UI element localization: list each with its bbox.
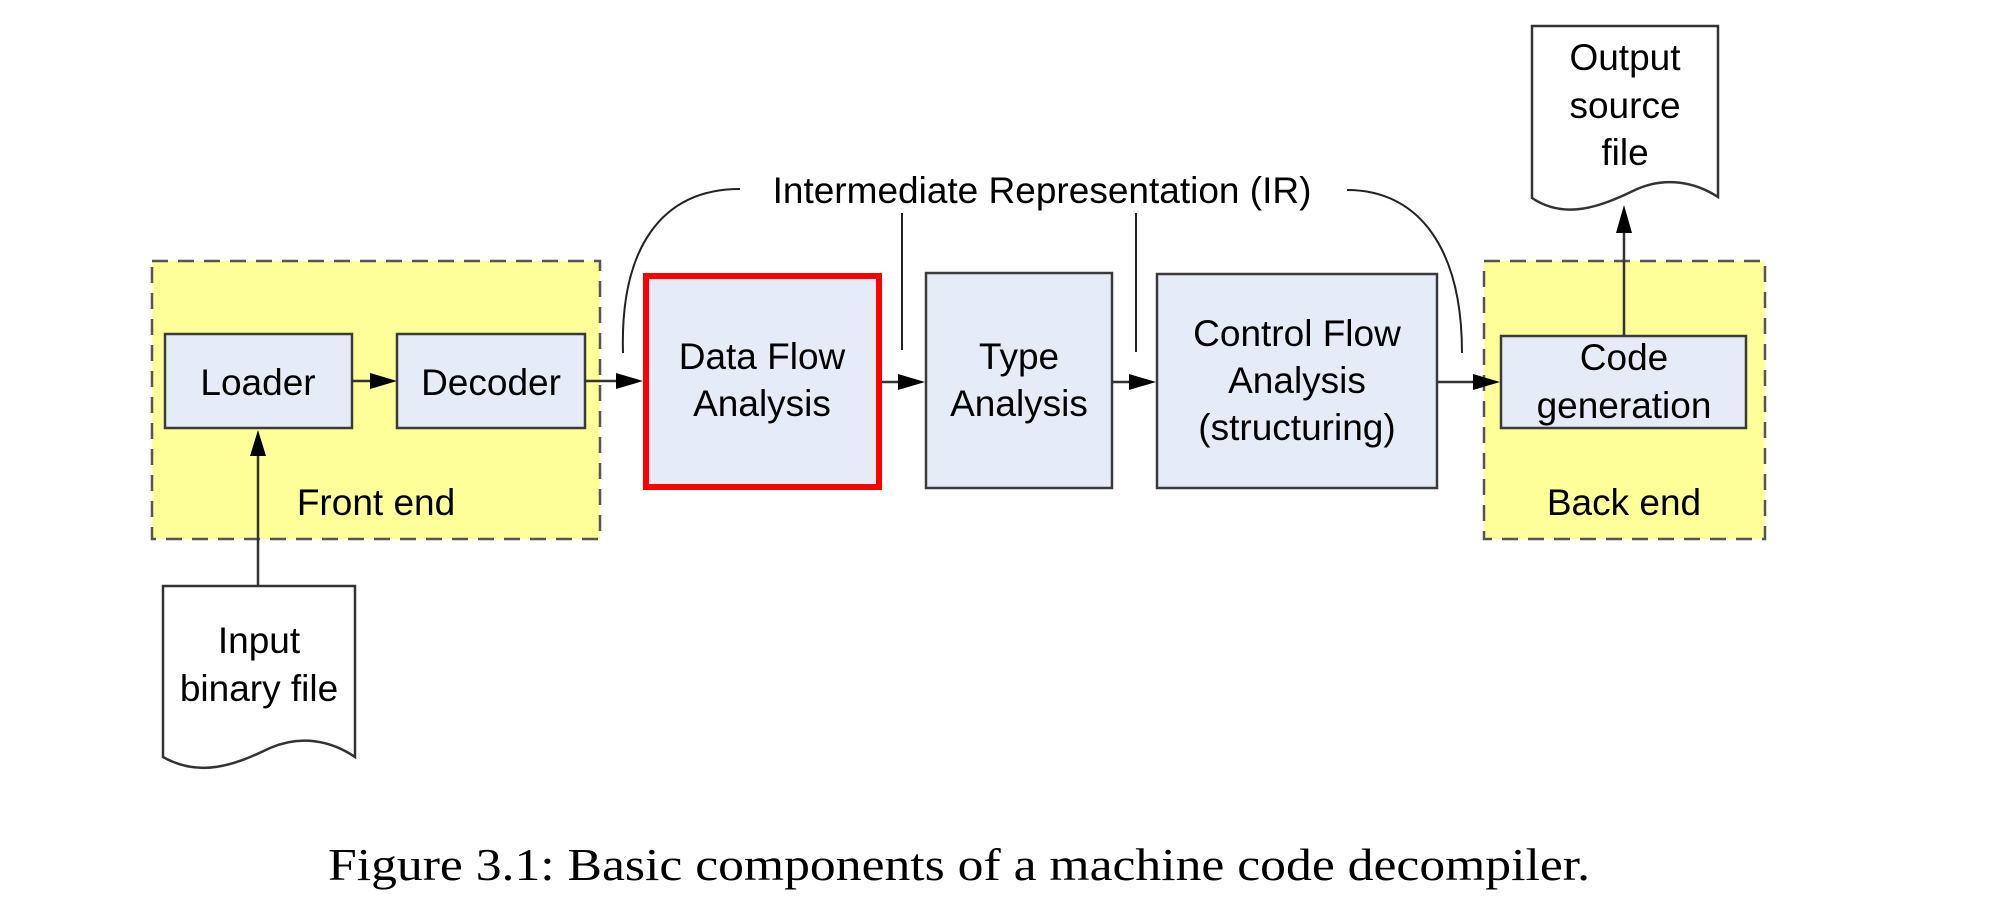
node-data-flow-line-1: Data Flow (679, 336, 846, 377)
ir-label: Intermediate Representation (IR) (773, 170, 1312, 211)
document-output-line-1: Output (1569, 37, 1681, 78)
front-end-label: Front end (297, 482, 455, 523)
node-decoder: Decoder (395, 332, 587, 430)
document-output-line-2: source (1569, 85, 1680, 126)
document-input-line-1: Input (218, 620, 301, 661)
node-data-flow-line-2: Analysis (693, 383, 831, 424)
node-control-flow-line-3: (structuring) (1198, 407, 1395, 448)
node-type-line-2: Analysis (950, 383, 1088, 424)
edge-type-to-control-flow (1112, 374, 1156, 390)
document-output-line-3: file (1601, 132, 1648, 173)
highlight-border (643, 273, 882, 490)
node-code-gen-line-2: generation (1537, 385, 1712, 426)
node-loader-label: Loader (200, 362, 315, 403)
edge-data-flow-to-type (882, 374, 925, 390)
node-data-flow-analysis: Data Flow Analysis (643, 273, 882, 490)
node-code-gen-line-1: Code (1580, 337, 1668, 378)
back-end-label: Back end (1547, 482, 1701, 523)
figure-caption: Figure 3.1: Basic components of a machin… (328, 839, 1590, 890)
document-input-line-2: binary file (180, 668, 338, 709)
node-type-line-1: Type (979, 336, 1059, 377)
edge-input-to-loader (250, 430, 266, 586)
edge-loader-to-decoder (352, 373, 397, 389)
edge-decoder-to-data-flow (585, 373, 643, 389)
ir-bracket-left (621, 188, 741, 354)
ir-bracket-right (1346, 189, 1463, 354)
node-control-flow-line-1: Control Flow (1193, 313, 1401, 354)
node-control-flow-analysis: Control Flow Analysis (structuring) (1155, 272, 1439, 490)
edge-control-flow-to-code-gen (1437, 374, 1500, 390)
edge-code-gen-to-output (1616, 205, 1632, 336)
node-type-analysis: Type Analysis (924, 271, 1114, 490)
document-input: Input binary file (161, 584, 357, 770)
node-control-flow-line-2: Analysis (1228, 360, 1366, 401)
node-loader: Loader (163, 332, 354, 430)
node-decoder-label: Decoder (421, 362, 561, 403)
node-code-generation: Code generation (1499, 334, 1748, 430)
document-output: Output source file (1530, 24, 1720, 211)
